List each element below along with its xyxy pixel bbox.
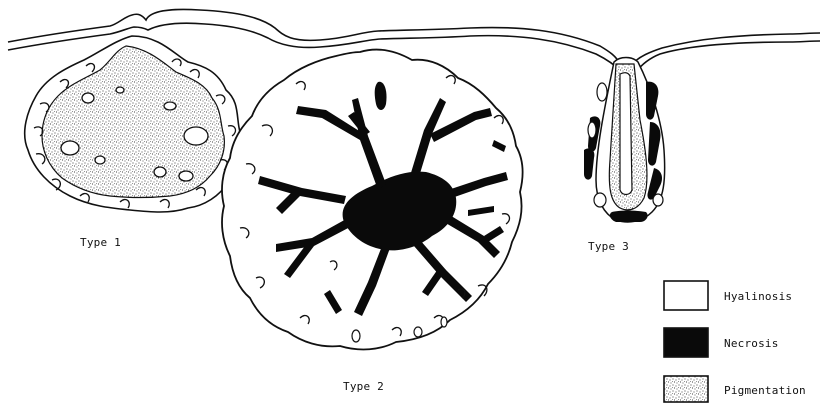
label-type2: Type 2	[343, 380, 384, 393]
type3-duct	[620, 73, 632, 195]
label-type1: Type 1	[80, 236, 121, 249]
legend-label-pigmentation: Pigmentation	[724, 384, 806, 397]
legend-label-necrosis: Necrosis	[724, 337, 779, 350]
label-type3: Type 3	[588, 240, 629, 253]
legend-swatch-pigmentation	[664, 376, 708, 402]
legend-label-hyalinosis: Hyalinosis	[724, 290, 792, 303]
legend	[664, 281, 708, 402]
type2-nodule	[222, 50, 523, 350]
legend-swatch-necrosis	[664, 328, 708, 357]
legend-swatch-hyalinosis	[664, 281, 708, 310]
type1-nodule	[25, 36, 242, 212]
type3-nodule	[584, 58, 665, 223]
